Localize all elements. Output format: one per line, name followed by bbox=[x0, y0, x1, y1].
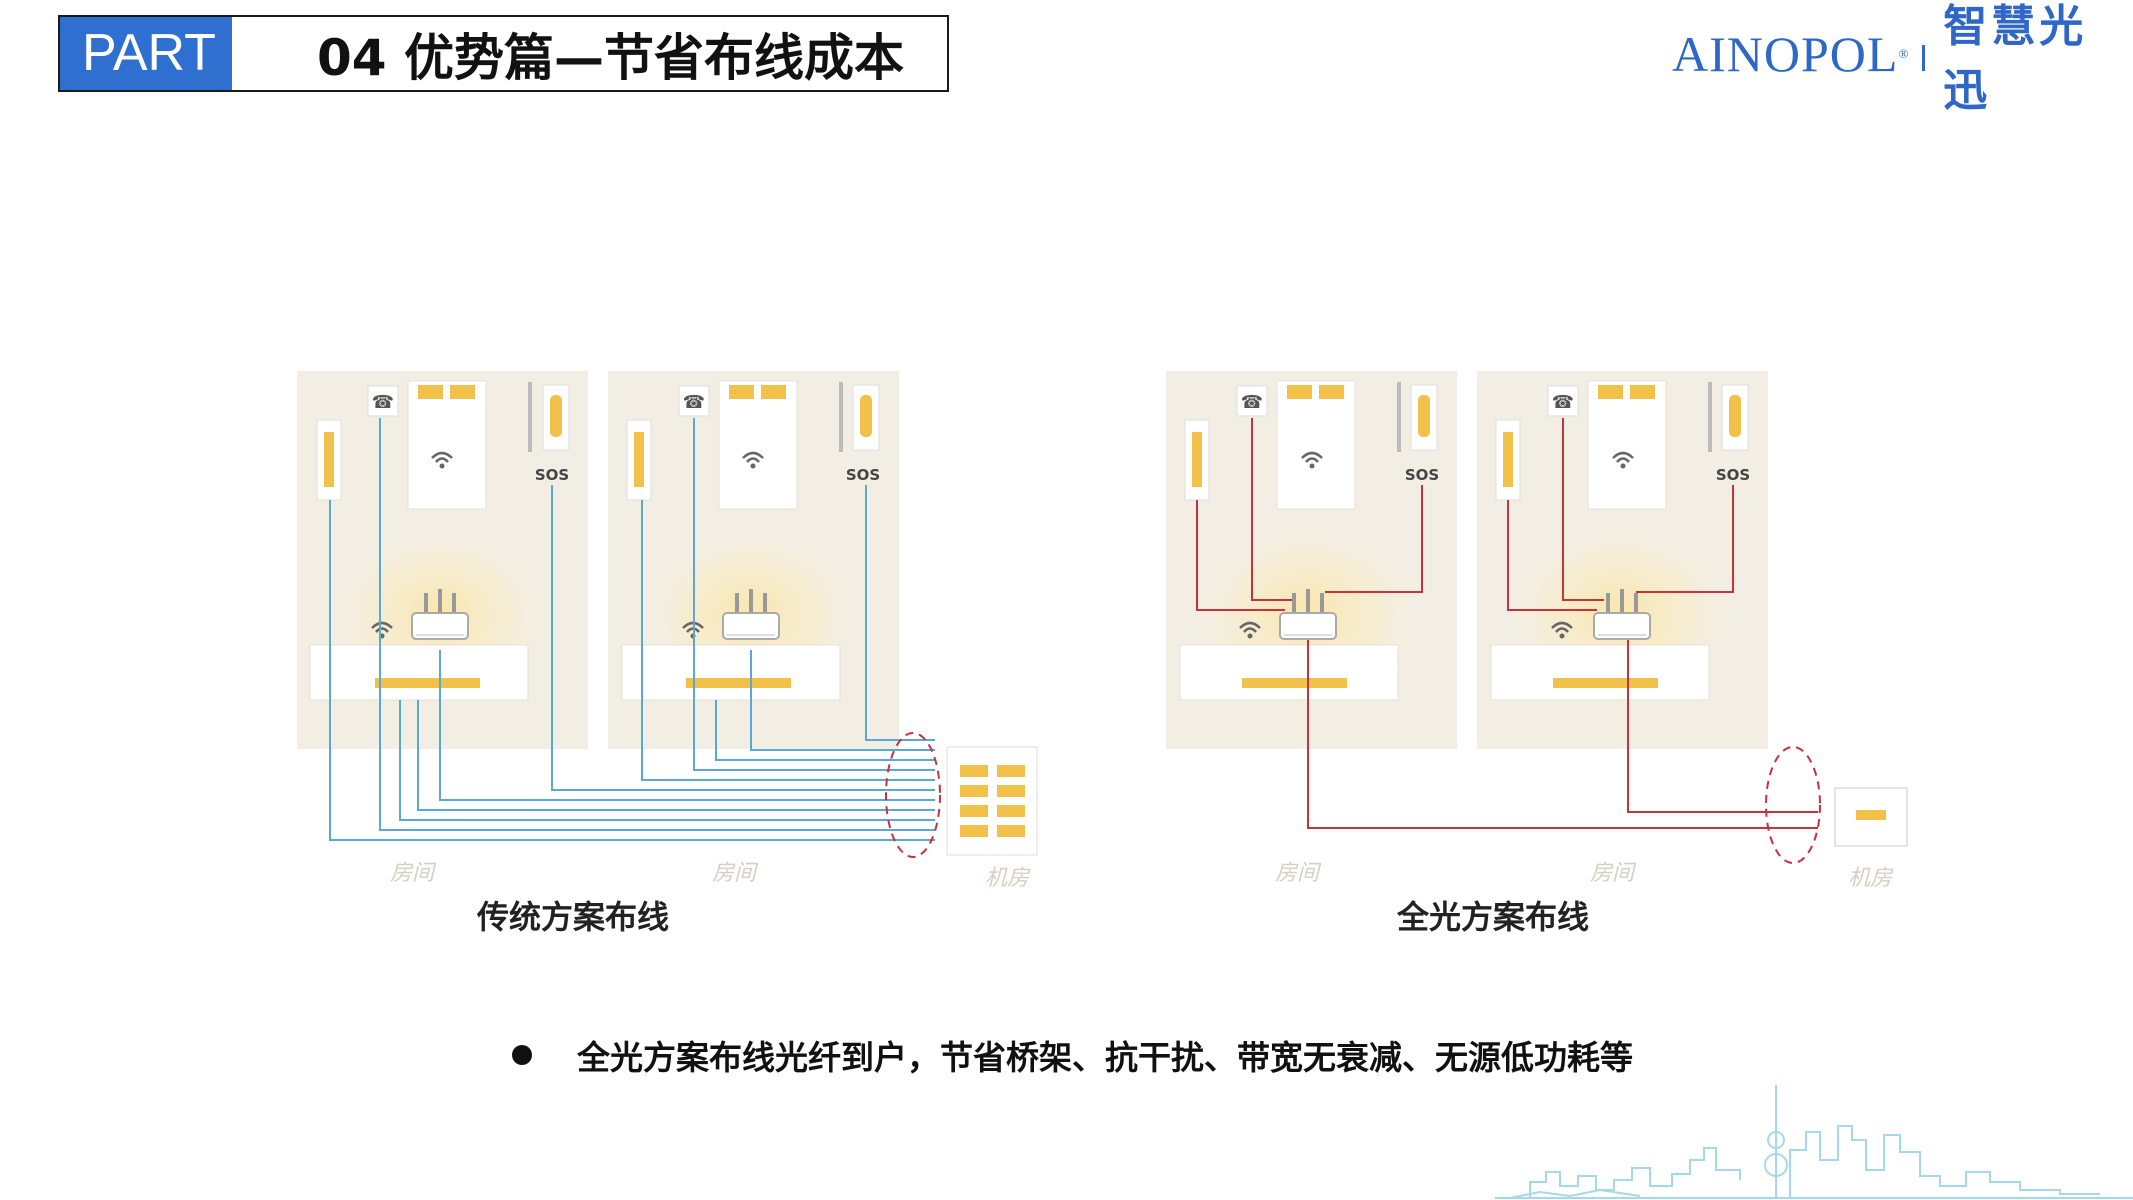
onu-icon bbox=[1834, 787, 1908, 847]
machine-room-watermark: 机房 bbox=[985, 866, 1031, 891]
patch-panel-icon bbox=[946, 746, 1038, 856]
room-2: ☎ SOS bbox=[608, 371, 899, 749]
part-tag: PART bbox=[60, 17, 232, 90]
logo-registered-mark: ® bbox=[1898, 46, 1909, 61]
phone-icon bbox=[367, 385, 399, 417]
svg-text:SOS: SOS bbox=[846, 466, 880, 484]
svg-text:☎: ☎ bbox=[683, 392, 705, 413]
bed-icon bbox=[718, 380, 798, 510]
room-watermark: 房间 bbox=[1275, 861, 1322, 886]
logo-divider bbox=[1922, 45, 1926, 71]
svg-text:☎: ☎ bbox=[1552, 392, 1574, 413]
phone-icon bbox=[1236, 385, 1268, 417]
fiber-wiring bbox=[1196, 418, 1818, 829]
bed-icon bbox=[407, 380, 487, 510]
all-optical-scheme: ☎ SOS ☎ SOS bbox=[1166, 371, 1908, 891]
room-3: ☎ SOS bbox=[1166, 371, 1457, 749]
copper-wire-bundle bbox=[329, 418, 935, 841]
room-4: ☎ SOS bbox=[1477, 371, 1768, 749]
bullet-icon bbox=[512, 1045, 532, 1065]
benefit-bullet: 全光方案布线光纤到户，节省桥架、抗干扰、带宽无衰减、无源低功耗等 bbox=[512, 1031, 1633, 1079]
room-watermark: 房间 bbox=[712, 861, 759, 886]
all-optical-caption: 全光方案布线 bbox=[1396, 898, 1589, 936]
traditional-scheme: ☎ SOS ☎ SOS bbox=[297, 371, 1038, 891]
svg-text:☎: ☎ bbox=[372, 392, 394, 413]
room-watermark: 房间 bbox=[1590, 861, 1637, 886]
phone-icon bbox=[678, 385, 710, 417]
logo-text-en: AINOPOL bbox=[1672, 26, 1899, 82]
svg-text:☎: ☎ bbox=[1241, 392, 1263, 413]
room-watermark: 房间 bbox=[390, 861, 437, 886]
traditional-caption: 传统方案布线 bbox=[476, 898, 669, 936]
svg-text:SOS: SOS bbox=[1716, 466, 1750, 484]
machine-room-watermark: 机房 bbox=[1848, 866, 1894, 891]
brand-logo: AINOPOL ® 智慧光迅 bbox=[1672, 1, 2133, 116]
bed-icon bbox=[1276, 380, 1356, 510]
room-1: ☎ SOS bbox=[297, 371, 588, 749]
benefit-text: 全光方案布线光纤到户，节省桥架、抗干扰、带宽无衰减、无源低功耗等 bbox=[577, 1038, 1633, 1077]
page-title: 04 优势篇—节省布线成本 bbox=[317, 28, 904, 87]
bed-icon bbox=[1587, 380, 1667, 510]
logo-text-cn: 智慧光迅 bbox=[1943, 1, 2088, 116]
slide-header: PART 04 优势篇—节省布线成本 bbox=[58, 15, 949, 92]
phone-icon bbox=[1547, 385, 1579, 417]
svg-text:SOS: SOS bbox=[535, 466, 569, 484]
svg-text:SOS: SOS bbox=[1405, 466, 1439, 484]
